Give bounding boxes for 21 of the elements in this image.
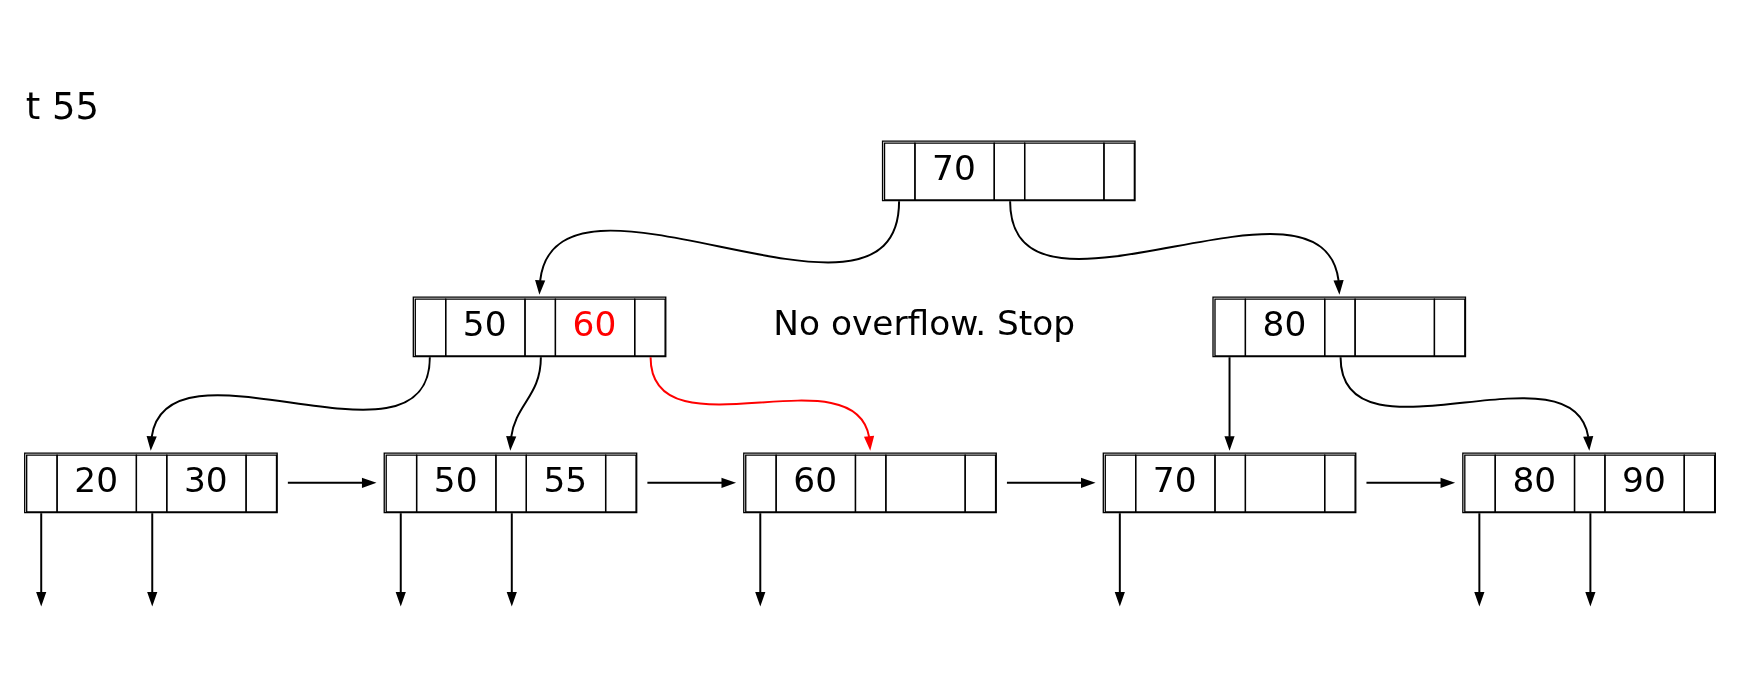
arrow [1005, 477, 1096, 488]
diagram-title: t 55 [25, 84, 100, 128]
arrow [755, 511, 766, 607]
arrow [147, 511, 158, 607]
arrow [1365, 477, 1456, 488]
arrow [36, 511, 47, 607]
arrow [395, 511, 406, 607]
arrow [1339, 355, 1594, 451]
arrow [506, 511, 517, 607]
arrow [506, 355, 542, 451]
arrow [146, 355, 431, 451]
arrow [1009, 199, 1344, 295]
arrow [1474, 511, 1485, 607]
arrow [286, 477, 377, 488]
arrow [1114, 511, 1125, 607]
node-label: No overflow. Stop [773, 302, 1076, 343]
arrow [1224, 355, 1235, 451]
arrow [646, 477, 737, 488]
arrow [1585, 511, 1596, 607]
arrow [649, 355, 875, 451]
arrow [535, 199, 901, 295]
